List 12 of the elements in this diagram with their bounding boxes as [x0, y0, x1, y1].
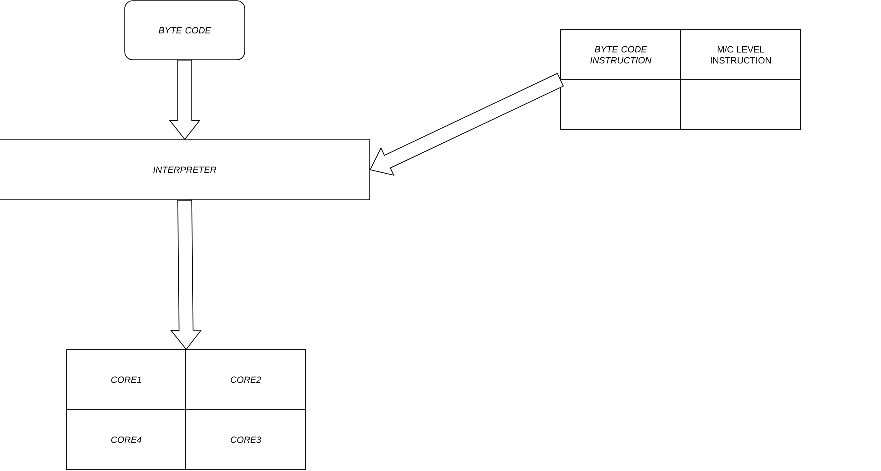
grid-cell: CORE3 — [186, 410, 306, 470]
grid-cell: CORE2 — [186, 350, 306, 410]
grid-cell: CORE4 — [66, 410, 186, 470]
grid-cell: CORE1 — [66, 350, 186, 410]
table-cell — [560, 80, 682, 130]
block-arrow — [170, 200, 202, 350]
table-cell: BYTE CODE INSTRUCTION — [560, 30, 682, 80]
table-cell: M/C LEVEL INSTRUCTION — [680, 30, 802, 80]
block-arrow — [169, 60, 201, 140]
process-box: INTERPRETER — [0, 140, 370, 200]
rounded-box: BYTE CODE — [124, 0, 246, 60]
table-cell — [680, 80, 802, 130]
